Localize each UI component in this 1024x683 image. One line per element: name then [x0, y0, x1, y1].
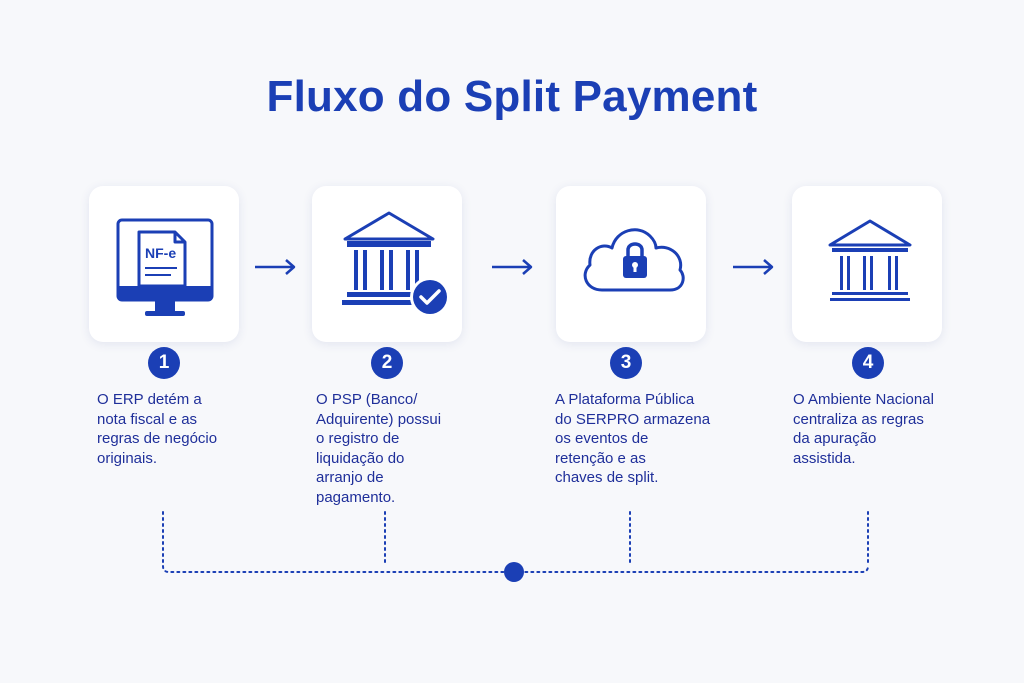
description-line: os eventos de	[555, 430, 649, 447]
description-line: pagamento.	[316, 488, 396, 506]
description-line: Adquirente) possui	[316, 410, 442, 428]
description-line: o registro de	[316, 430, 400, 447]
cloud-lock-icon	[583, 228, 685, 292]
description-line: chaves de split.	[555, 469, 659, 486]
step-3-number-badge: 3	[610, 347, 642, 379]
description-line: O ERP detém a	[97, 391, 202, 408]
description-line: originais.	[97, 449, 158, 467]
institution-icon	[828, 219, 912, 301]
bank-check-icon	[342, 211, 450, 317]
step-2-card	[312, 186, 462, 342]
connector-hub-dot	[504, 562, 524, 582]
step-1-number-badge: 1	[148, 347, 180, 379]
step-4-number-badge: 4	[852, 347, 884, 379]
description-line: O Ambiente Nacional	[793, 391, 934, 408]
description-line: centraliza as regras	[793, 410, 924, 428]
description-line: da apuração	[793, 430, 877, 447]
check-badge-icon	[413, 280, 447, 314]
page-title: Fluxo do Split Payment	[266, 72, 758, 121]
step-1-description: O ERP detém a nota fiscal e as regras de…	[97, 390, 217, 468]
monitor-document-icon: NF-e	[116, 218, 214, 316]
arrow-right-icon	[255, 259, 296, 275]
arrow-right-icon	[492, 259, 533, 275]
description-line: do SERPRO armazena	[555, 410, 711, 428]
description-line: retenção e as	[555, 449, 646, 467]
description-line: assistida.	[793, 449, 856, 467]
step-4-card	[792, 186, 942, 342]
description-line: O PSP (Banco/	[316, 391, 418, 408]
step-2-number-badge: 2	[371, 347, 403, 379]
step-1-card: NF-e	[89, 186, 239, 342]
step-2-description: O PSP (Banco/ Adquirente) possui o regis…	[316, 390, 441, 507]
description-line: nota fiscal e as	[97, 410, 198, 428]
arrow-right-icon	[733, 259, 774, 275]
description-line: liquidação do	[316, 449, 405, 467]
description-line: A Plataforma Pública	[555, 391, 695, 408]
nfe-label: NF-e	[145, 245, 176, 261]
description-line: regras de negócio	[97, 430, 218, 447]
description-line: arranjo de	[316, 469, 384, 486]
step-3-description: A Plataforma Pública do SERPRO armazena …	[555, 390, 710, 488]
step-4-description: O Ambiente Nacional centraliza as regras…	[793, 390, 934, 468]
step-3-card	[556, 186, 706, 342]
